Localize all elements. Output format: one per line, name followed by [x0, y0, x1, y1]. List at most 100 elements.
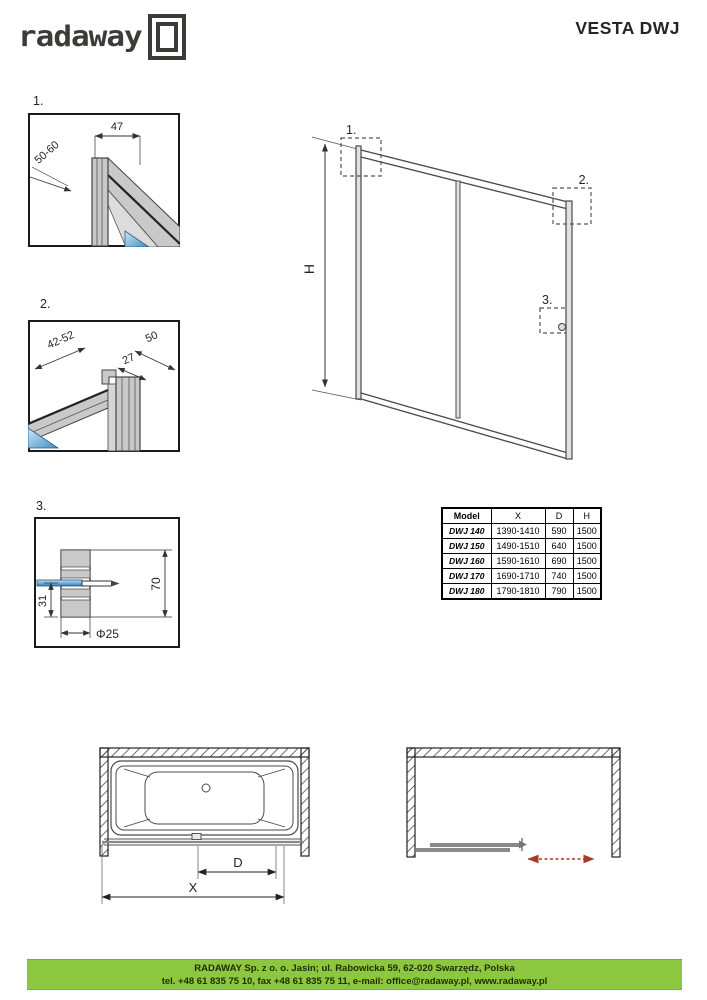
dim-leader-50-60: [29, 176, 72, 192]
door-stile-right: [565, 200, 573, 460]
detail-2-drawing: 42-52 50 27: [28, 320, 180, 452]
dim-line-50: [134, 350, 176, 371]
rail-edge-line: [107, 174, 180, 245]
page-title: VESTA DWJ: [575, 18, 680, 38]
knob-band: [60, 588, 91, 598]
dim-label-D: D: [233, 855, 242, 870]
detail-3-label: 3.: [36, 499, 47, 513]
cell-x: 1390-1410: [490, 523, 546, 539]
footer-address: RADAWAY Sp. z o. o. Jasin; ul. Rabowicka…: [194, 962, 515, 974]
cell-d: 740: [544, 568, 574, 584]
sliding-panel: [430, 843, 520, 847]
ext-line: [31, 166, 69, 187]
col-header-d: D: [544, 507, 574, 524]
cell-h: 1500: [572, 553, 602, 569]
cell-x: 1490-1510: [490, 538, 546, 554]
callout-3: 3.: [542, 293, 552, 307]
glass-panel-blue: [28, 427, 60, 449]
cell-x: 1790-1810: [490, 583, 546, 600]
bathtub-plan-view: D X: [99, 747, 310, 904]
detail-2-label: 2.: [40, 297, 51, 311]
cell-d: 690: [544, 553, 574, 569]
table-row: DWJ 170 1690-1710 740 1500: [441, 568, 602, 584]
tub-corner-line: [123, 768, 151, 778]
cell-h: 1500: [572, 583, 602, 600]
tub-corner-line: [257, 768, 286, 778]
logo-square-icon: [147, 14, 186, 60]
cell-model: DWJ 150: [441, 538, 492, 554]
callout-1: 1.: [346, 123, 356, 137]
profile-hook: [101, 369, 117, 385]
main-door-drawing: H 1. 2. 3.: [301, 123, 592, 460]
knob-band: [60, 549, 91, 568]
detail-1-label: 1.: [33, 94, 44, 108]
glass-panel-blue: [36, 579, 83, 587]
cell-h: 1500: [572, 523, 602, 539]
fixed-panel: [416, 848, 510, 852]
col-header-h: H: [572, 507, 602, 524]
cell-h: 1500: [572, 568, 602, 584]
cell-x: 1590-1610: [490, 553, 546, 569]
footer-contact: tel. +48 61 835 75 10, fax +48 61 835 75…: [161, 975, 548, 987]
panel-divider: [455, 180, 461, 419]
wall-left: [406, 747, 416, 858]
dim-label-50: 50: [144, 329, 160, 345]
table-row: DWJ 180 1790-1810 790 1500: [441, 583, 602, 600]
top-rail-inner: [360, 156, 569, 210]
detail-1-drawing: 47 50-60: [28, 113, 180, 247]
dim-label-31: 31: [37, 595, 49, 607]
ext-line: [311, 136, 362, 151]
door-handle: [191, 833, 202, 840]
table-row: DWJ 160 1590-1610 690 1500: [441, 553, 602, 569]
cell-model: DWJ 180: [441, 583, 492, 600]
tub-corner-line: [123, 818, 151, 828]
cell-h: 1500: [572, 538, 602, 554]
bottom-rail-outer: [360, 392, 569, 454]
sliding-schematic: [406, 747, 621, 864]
cell-model: DWJ 140: [441, 523, 492, 539]
wall-profile-left: [355, 145, 362, 400]
frame-profile-column: [115, 376, 141, 452]
wall-right: [611, 747, 621, 858]
tub-drain: [201, 783, 211, 793]
callout-box-3: [539, 307, 567, 334]
cell-model: DWJ 170: [441, 568, 492, 584]
radaway-logo: radaway: [18, 14, 186, 60]
dim-label-27: 27: [121, 351, 137, 367]
cell-d: 590: [544, 523, 574, 539]
detail-3-drawing: 31 70 Φ25: [34, 517, 180, 648]
callout-box-1: [340, 137, 382, 177]
logo-wordmark: radaway: [18, 19, 143, 54]
tub-corner-line: [257, 818, 286, 828]
table-row: DWJ 150 1490-1510 640 1500: [441, 538, 602, 554]
cell-model: DWJ 160: [441, 553, 492, 569]
tub-bowl: [144, 771, 265, 825]
col-header-x: X: [490, 507, 546, 524]
dim-label-phi25: Φ25: [96, 627, 119, 641]
ext-line: [311, 389, 362, 401]
wall-top: [99, 747, 310, 758]
dim-label-X: X: [189, 880, 198, 895]
panel-handle-arrow: [519, 840, 527, 849]
footer-bar: RADAWAY Sp. z o. o. Jasin; ul. Rabowicka…: [27, 959, 682, 990]
wall-strip: [107, 383, 117, 452]
cell-x: 1690-1710: [490, 568, 546, 584]
table-row: DWJ 140 1390-1410 590 1500: [441, 523, 602, 539]
dim-label-70: 70: [149, 577, 163, 591]
spec-table: Model X D H DWJ 140 1390-1410 590 1500 D…: [441, 507, 602, 600]
dim-label-47: 47: [111, 121, 123, 133]
wall-top: [406, 747, 621, 758]
cell-d: 640: [544, 538, 574, 554]
dim-line-27: [117, 367, 147, 381]
logo-square-icon-inner: [155, 22, 178, 52]
wall-left: [99, 747, 109, 857]
dim-line-42-52: [34, 347, 86, 370]
callout-2: 2.: [579, 173, 589, 187]
top-rail-outer: [360, 149, 569, 203]
dim-label-H: H: [301, 264, 317, 274]
wall-profile: [91, 157, 109, 247]
knob-band: [60, 569, 91, 579]
screw-tip: [111, 581, 118, 586]
table-header-row: Model X D H: [441, 507, 602, 524]
